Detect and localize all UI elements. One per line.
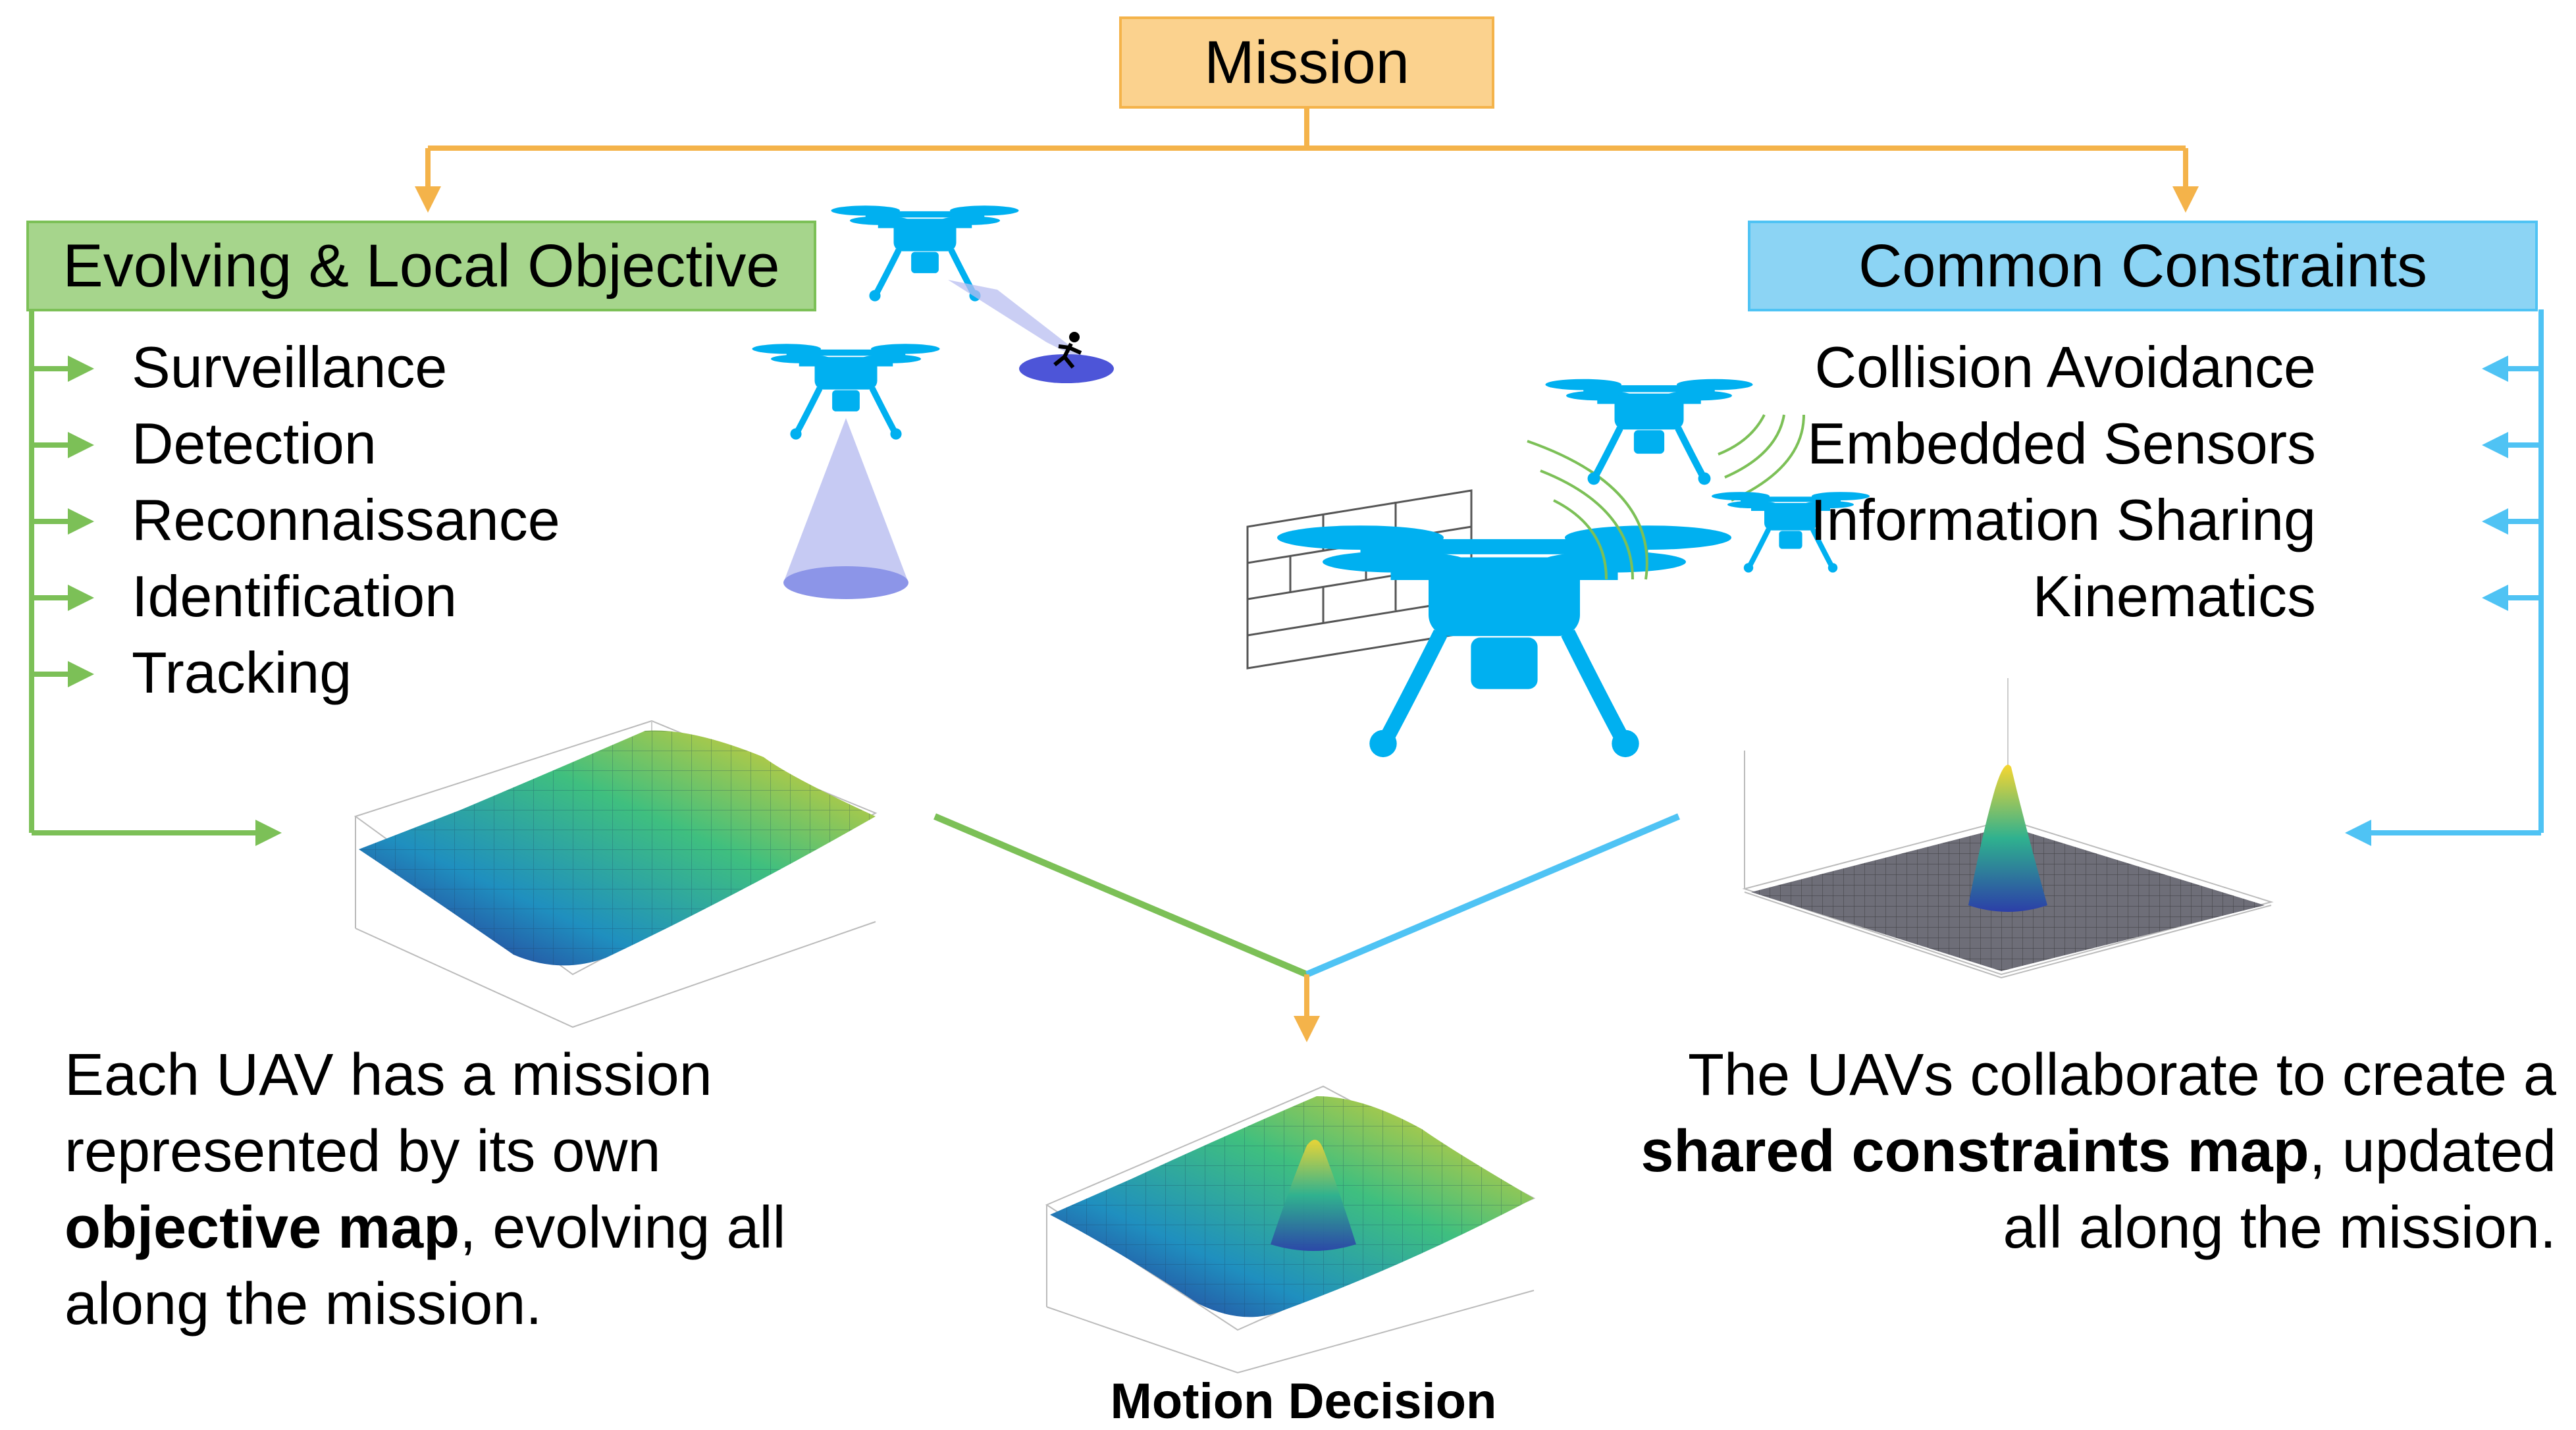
ground-spot (783, 566, 908, 599)
drone-cone (783, 418, 908, 583)
constraints-item: Embedded Sensors (1807, 411, 2316, 476)
mission-label: Mission (1204, 28, 1409, 96)
constraints-merge-line (1305, 813, 1680, 978)
constraints-title: Common Constraints (1858, 232, 2428, 300)
objective-item: Tracking (132, 640, 352, 705)
wifi-signal-icon (1718, 414, 1805, 502)
constraints-description-emphasis: shared constraints map (1641, 1119, 2309, 1184)
motion-decision-label: Motion Decision (1110, 1373, 1497, 1429)
surface-plot-icon (354, 720, 878, 1028)
objective-item: Detection (132, 411, 377, 476)
objective-item: Identification (132, 564, 458, 629)
objective-item: Surveillance (132, 334, 448, 400)
drone-icon (831, 205, 1019, 301)
objective-list: Surveillance Detection Reconnaissance Id… (132, 329, 560, 711)
running-person-icon (1053, 332, 1082, 369)
objective-description-text: , evolving all along the mission. (65, 1195, 786, 1337)
objective-merge-line (933, 813, 1308, 978)
objective-title: Evolving & Local Objective (63, 232, 780, 300)
objective-description-text: Each UAV has a mission represented by it… (65, 1042, 712, 1184)
constraints-item: Kinematics (2032, 564, 2316, 629)
constraints-description-text: The UAVs collaborate to create a (1687, 1042, 2556, 1108)
surface-plot-icon (1045, 1085, 1536, 1374)
ground-spot (1019, 354, 1114, 383)
objective-description: Each UAV has a mission represented by it… (65, 1037, 920, 1342)
constraints-description: The UAVs collaborate to create a shared … (1569, 1037, 2556, 1266)
wifi-signal-icon (1527, 440, 1648, 580)
constraints-item: Information Sharing (1810, 487, 2316, 552)
drone-icon (1277, 525, 1731, 757)
constraints-item: Collision Avoidance (1814, 334, 2316, 400)
constraints-description-text: , updated all along the mission. (2003, 1119, 2556, 1261)
objective-item: Reconnaissance (132, 487, 560, 552)
constraints-box: Common Constraints (1748, 221, 2538, 311)
drone-icon (1546, 379, 1753, 485)
surface-plot-icon (1742, 678, 2274, 979)
objective-box: Evolving & Local Objective (26, 221, 816, 311)
objective-description-emphasis: objective map (65, 1195, 460, 1261)
constraints-list: Collision Avoidance Embedded Sensors Inf… (1807, 329, 2316, 635)
mission-box: Mission (1119, 16, 1494, 109)
